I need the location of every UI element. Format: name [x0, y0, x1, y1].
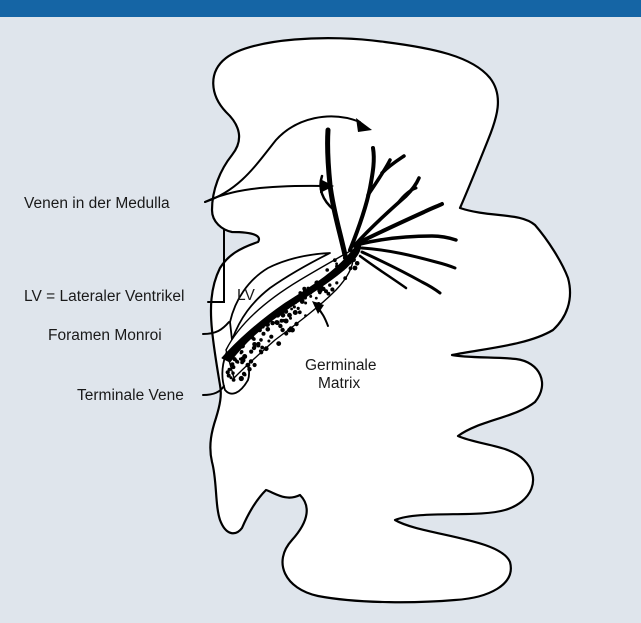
germinal-dot	[257, 342, 261, 346]
germinal-dot	[239, 358, 242, 361]
germinal-dot	[355, 261, 360, 266]
germinal-dot	[303, 289, 306, 292]
label-lv-legend: LV = Lateraler Ventrikel	[24, 288, 184, 305]
germinal-dot	[325, 268, 329, 272]
germinal-dot	[343, 256, 347, 260]
germinal-dot	[297, 307, 300, 310]
germinal-dot	[280, 319, 284, 323]
germinal-dot	[341, 267, 345, 271]
germinal-dot	[284, 309, 288, 313]
germinal-dot	[293, 310, 298, 315]
germinal-dot	[231, 371, 234, 374]
germinal-dot	[236, 361, 239, 364]
germinal-dot	[335, 281, 338, 284]
germinal-dot	[343, 276, 347, 280]
germinal-dot	[321, 279, 325, 283]
germinal-dot	[330, 287, 334, 291]
germinal-dot	[280, 328, 284, 332]
germinal-dot	[276, 341, 281, 346]
germinal-dot	[335, 265, 338, 268]
germinal-dot	[259, 338, 263, 342]
germinal-dot	[327, 292, 331, 296]
germinal-dot	[246, 363, 251, 368]
germinal-dot	[303, 296, 307, 300]
germinal-dot	[287, 328, 292, 333]
label-terminale-vene: Terminale Vene	[77, 387, 184, 404]
germinal-dot	[315, 297, 318, 300]
germinal-dot	[298, 291, 302, 295]
germinal-dot	[284, 319, 289, 324]
germinal-dot	[249, 350, 253, 354]
germinal-dot	[254, 346, 257, 349]
germinal-dot	[346, 262, 349, 265]
germinal-dot	[269, 335, 273, 339]
germinal-dot	[284, 331, 288, 335]
germinal-dot	[328, 283, 331, 286]
germinal-dot	[334, 270, 337, 273]
germinal-dot	[304, 302, 307, 305]
germinal-dot	[270, 321, 274, 325]
germinal-dot	[307, 287, 310, 290]
germinal-dot	[262, 332, 266, 336]
label-foramen-monroi: Foramen Monroi	[48, 327, 162, 344]
germinal-dot	[281, 313, 286, 318]
germinal-dot	[293, 305, 296, 308]
germinal-dot	[333, 258, 337, 262]
germinal-dot	[266, 327, 271, 332]
label-venen-medulla: Venen in der Medulla	[24, 195, 170, 212]
germinal-dot	[264, 346, 269, 351]
germinal-dot	[290, 308, 293, 311]
label-germinale: Germinale	[305, 357, 377, 374]
germinal-dot	[293, 300, 297, 304]
germinal-dot	[353, 266, 358, 271]
germinal-dot	[308, 290, 313, 295]
germinal-dot	[260, 346, 264, 350]
germinal-dot	[336, 268, 339, 271]
germinal-dot	[265, 322, 270, 327]
germinal-dot	[275, 320, 280, 325]
germinal-dot	[352, 259, 355, 262]
germinal-dot	[243, 373, 246, 376]
germinal-dot	[247, 367, 251, 371]
germinal-dot	[262, 326, 265, 329]
germinal-dot	[319, 285, 323, 289]
germinal-dot	[252, 337, 256, 341]
germinal-dot	[259, 351, 263, 355]
germinal-dot	[230, 362, 234, 366]
germinal-dot	[242, 354, 247, 359]
label-matrix: Matrix	[318, 375, 360, 392]
germinal-dot	[309, 295, 312, 298]
germinal-dot	[258, 328, 262, 332]
germinal-dot	[301, 299, 304, 302]
germinal-dot	[239, 376, 244, 381]
germinal-dot	[249, 359, 253, 363]
germinal-dot	[240, 344, 245, 349]
label-lv: LV	[237, 287, 255, 304]
germinal-dot	[298, 310, 302, 314]
germinal-dot	[267, 340, 270, 343]
germinal-dot	[240, 350, 244, 354]
germinal-dot	[349, 266, 353, 270]
germinal-dot	[287, 313, 292, 318]
germinal-dot	[349, 255, 352, 258]
germinal-dot	[230, 376, 233, 379]
germinal-dot	[294, 322, 298, 326]
germinal-dot	[275, 312, 280, 317]
germinal-dot	[253, 363, 257, 367]
germinal-dot	[304, 314, 307, 317]
